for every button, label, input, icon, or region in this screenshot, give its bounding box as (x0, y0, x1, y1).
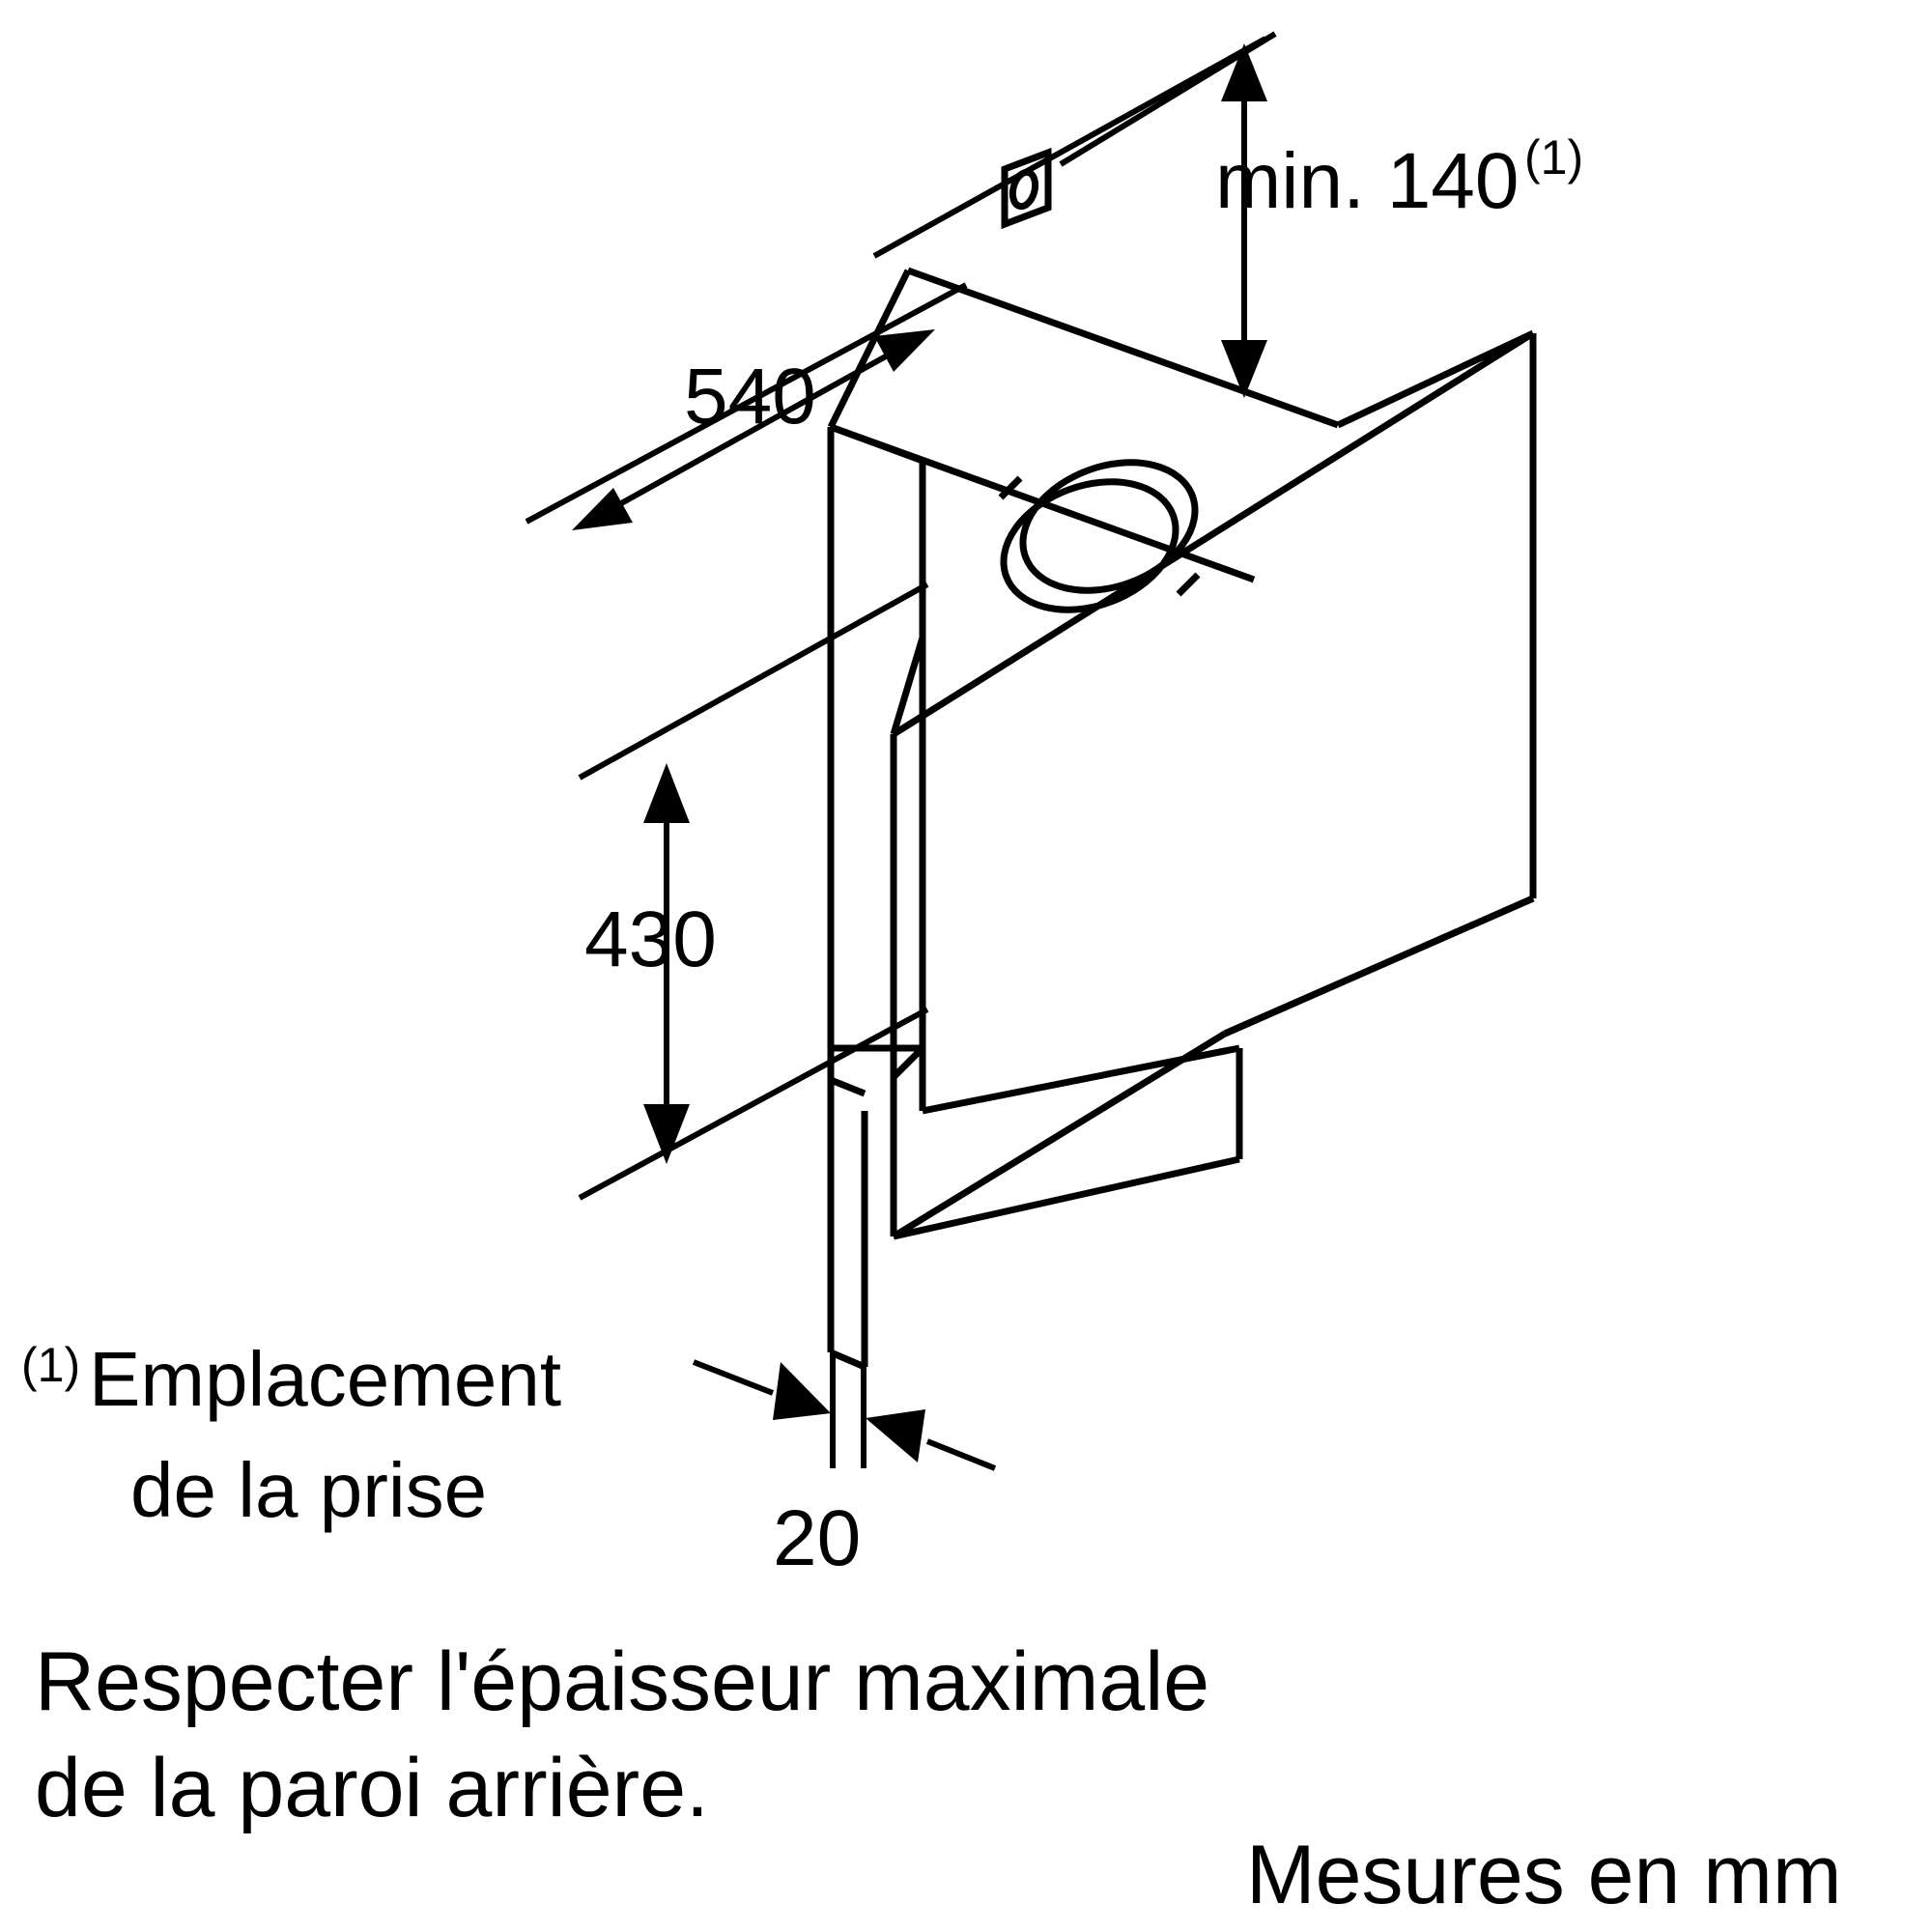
arrowhead-540-left (572, 488, 633, 530)
outlet-connector-left (998, 475, 1023, 500)
body-left-chamfer (890, 636, 926, 736)
glass-panel-top-edge (892, 330, 1535, 737)
outlet-connector-right (1176, 572, 1201, 597)
footnote-line-1: Emplacement (89, 1336, 561, 1422)
arrowhead-540-right (874, 329, 935, 372)
warning-line-1: Respecter l'épaisseur maximale (35, 1635, 1209, 1728)
apron-bottom-edge (893, 1155, 1240, 1240)
hood-top-left-cap (827, 269, 912, 429)
dimension-label-20: 20 (773, 1494, 861, 1582)
units-block: Mesures en mm (1246, 1829, 1842, 1921)
socket-icon-hole (1009, 168, 1039, 211)
projection-line-540-left (525, 282, 968, 525)
footnote-line-2: de la prise (130, 1447, 487, 1533)
arrowhead-430-bottom (643, 1104, 690, 1164)
projection-line-430-bottom (578, 1007, 929, 1201)
dimension-label-min-140: min. 140 (1215, 137, 1520, 225)
units-note: Mesures en mm (1246, 1829, 1842, 1921)
dimension-label-430: 430 (584, 895, 717, 983)
dimension-min-140: min. 140 (1) (1215, 43, 1583, 398)
dimension-label-540: 540 (684, 353, 816, 440)
back-wall-bottom-edge (829, 1349, 867, 1371)
hood-body-geometry (827, 267, 1537, 1371)
glass-panel-bottom-edge-back (1223, 895, 1535, 1037)
apron-top-edge (922, 1044, 1240, 1115)
warning-block: Respecter l'épaisseur maximale de la par… (35, 1635, 1209, 1834)
arrowhead-min140-bottom (1221, 340, 1267, 398)
back-wall-bevel (829, 1076, 867, 1097)
socket-leader-line (1059, 31, 1277, 167)
back-panel-top-right-edge (1336, 329, 1535, 429)
leader-line-20-right (925, 1438, 997, 1471)
air-outlet-ring-inner (1000, 478, 1179, 613)
socket-icon (1001, 147, 1052, 230)
projection-lines (525, 36, 1267, 1201)
socket-symbol-group (1001, 31, 1277, 230)
footnote-marker: (1) (21, 1338, 80, 1392)
arrowhead-20-right (866, 1409, 925, 1463)
warning-line-2: de la paroi arrière. (35, 1742, 709, 1834)
arrowhead-20-left (773, 1362, 831, 1420)
body-lower-left-chamfer (891, 1045, 925, 1080)
projection-line-540-right (872, 36, 1267, 259)
hood-top-back-edge (906, 267, 1340, 429)
glass-panel-bottom-edge-front (892, 1031, 1227, 1239)
leader-line-20-left (692, 1359, 775, 1396)
footnote-block: (1) Emplacement de la prise (21, 1336, 561, 1533)
projection-line-430-top (578, 582, 929, 781)
dimension-label-min-140-superscript: (1) (1524, 130, 1583, 185)
air-outlet-ring-outer (1019, 459, 1199, 594)
dimension-line-540 (578, 330, 929, 529)
arrowhead-min140-top (1221, 43, 1267, 101)
wall-plate-top-edge (829, 423, 924, 465)
dimension-430: 430 (584, 763, 717, 1164)
dimension-540: 540 (572, 329, 935, 530)
arrowhead-430-top (643, 763, 690, 823)
dimension-20: 20 (692, 1352, 997, 1582)
